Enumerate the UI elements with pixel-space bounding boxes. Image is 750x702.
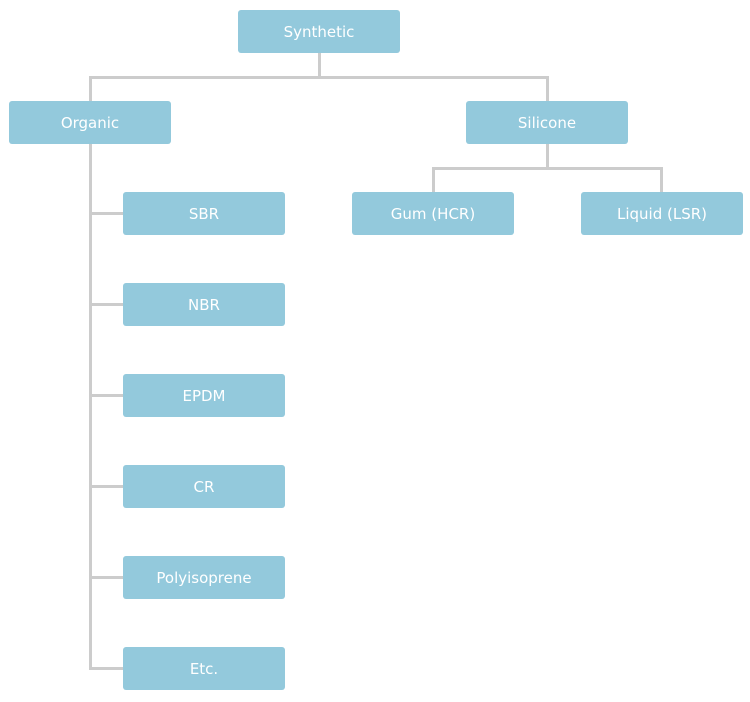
node-epdm: EPDM xyxy=(123,374,285,417)
node-nbr: NBR xyxy=(123,283,285,326)
connector xyxy=(546,144,549,169)
connector xyxy=(546,76,549,101)
node-polyisoprene: Polyisoprene xyxy=(123,556,285,599)
connector xyxy=(89,485,123,488)
connector xyxy=(89,667,123,670)
node-synthetic: Synthetic xyxy=(238,10,400,53)
node-cr: CR xyxy=(123,465,285,508)
connector xyxy=(432,167,435,192)
node-etc: Etc. xyxy=(123,647,285,690)
connector xyxy=(89,144,92,669)
connector xyxy=(89,212,123,215)
connector xyxy=(89,394,123,397)
node-gum-hcr: Gum (HCR) xyxy=(352,192,514,235)
connector xyxy=(432,167,663,170)
node-liquid-lsr: Liquid (LSR) xyxy=(581,192,743,235)
connector xyxy=(89,303,123,306)
connector xyxy=(89,76,92,101)
connector xyxy=(318,53,321,78)
node-silicone: Silicone xyxy=(466,101,628,144)
connector xyxy=(89,576,123,579)
connector xyxy=(660,167,663,192)
node-organic: Organic xyxy=(9,101,171,144)
node-sbr: SBR xyxy=(123,192,285,235)
connector xyxy=(89,76,549,79)
